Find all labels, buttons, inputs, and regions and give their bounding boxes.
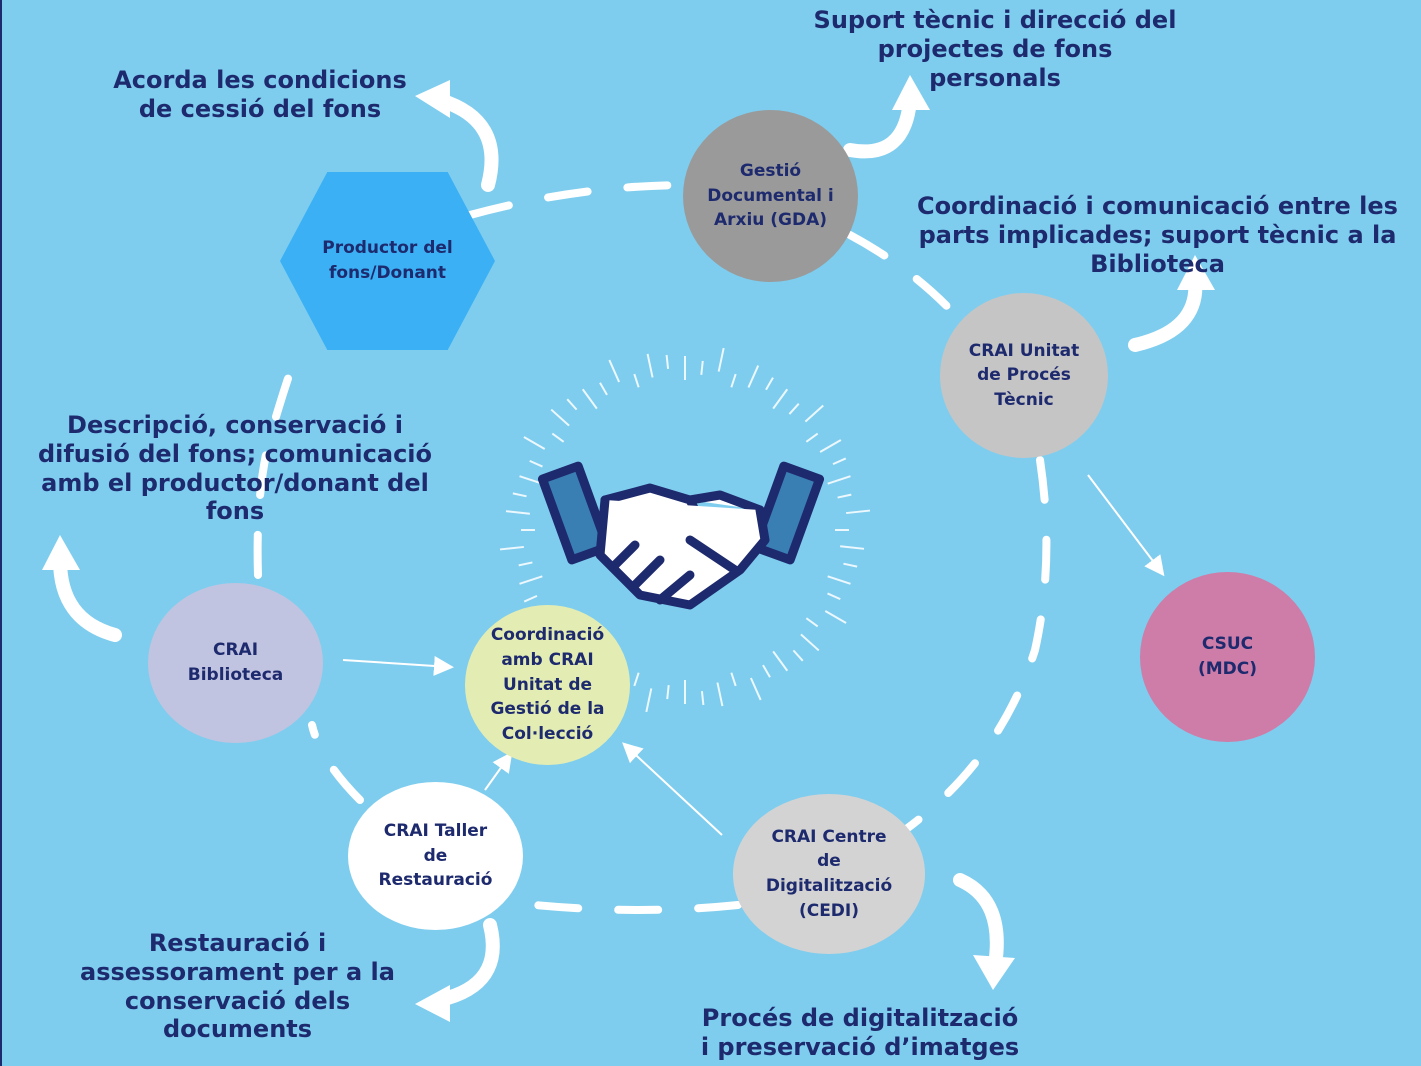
- handshake-ray: [499, 545, 524, 551]
- handshake-ray: [665, 354, 670, 369]
- label-suport-gda: Suport tècnic i direcció del projectes d…: [813, 6, 1177, 92]
- handshake-ray: [837, 493, 852, 499]
- handshake-ray: [749, 677, 762, 701]
- handshake-icon: [499, 347, 871, 713]
- handshake-ray: [529, 459, 543, 468]
- handshake-ray: [765, 377, 774, 391]
- handshake-ray: [800, 633, 820, 652]
- label-digitalitzacio: Procés de digitalització i preservació d…: [700, 1004, 1020, 1061]
- handshake-ray: [824, 610, 847, 624]
- handshake-ray: [523, 436, 546, 450]
- handshake-ray: [581, 388, 598, 410]
- node-coordinacio: Coordinació amb CRAI Unitat de Gestió de…: [465, 605, 630, 765]
- handshake-ray: [566, 398, 578, 411]
- node-csuc-label: CSUC (MDC): [1197, 634, 1258, 679]
- label-acorda: Acorda les condicions de cessió del fons: [113, 66, 407, 123]
- handshake-ray: [805, 617, 819, 628]
- label-coordinacio-parts: Coordinació i comunicació entre les part…: [917, 192, 1398, 278]
- node-cedi: CRAI Centre de Digitalització (CEDI): [733, 794, 925, 954]
- handshake-ray: [819, 439, 842, 453]
- thin-arrows: [342, 474, 1165, 836]
- handshake-ray: [716, 682, 724, 707]
- handshake-ray: [645, 688, 653, 713]
- handshake-ray: [832, 457, 847, 466]
- node-taller-label: CRAI Taller de Restauració: [378, 821, 493, 891]
- handshake-ray: [550, 408, 570, 427]
- handshake-ray: [730, 373, 737, 388]
- arrow-biblioteca-to-coordinacio: [342, 655, 454, 676]
- arrow-procestecnic-to-csuc: [1087, 474, 1165, 577]
- node-cedi-label: CRAI Centre de Digitalització (CEDI): [765, 826, 893, 921]
- node-gda: Gestió Documental i Arxiu (GDA): [683, 110, 858, 282]
- handshake-ray: [827, 475, 851, 485]
- node-csuc: CSUC (MDC): [1140, 572, 1315, 742]
- handshake-ray: [519, 575, 543, 585]
- handshake-ray: [772, 388, 789, 410]
- curved-arrow-icon: [53, 93, 1203, 1007]
- handshake-ray: [608, 359, 621, 383]
- handshake-ray: [512, 492, 527, 498]
- handshake-ray: [646, 353, 654, 378]
- handshake-ray: [505, 510, 530, 515]
- node-productor: Productor del fons/Donant: [280, 172, 495, 350]
- handshake-ray: [846, 509, 871, 515]
- handshake-ray: [730, 672, 737, 687]
- handshake-ray: [599, 382, 608, 396]
- handshake-ray: [843, 562, 858, 568]
- handshake-ray: [523, 594, 538, 603]
- handshake-ray: [518, 561, 533, 567]
- node-proces-tecnic-label: CRAI Unitat de Procés Tècnic: [968, 340, 1080, 410]
- arrow-taller-to-coordinacio: [484, 751, 513, 791]
- handshake-ray: [717, 347, 725, 372]
- node-productor-label: Productor del fons/Donant: [322, 238, 453, 283]
- label-restauracio: Restauració i assessorament per a la con…: [80, 929, 395, 1044]
- label-descripcio: Descripció, conservació i difusió del fo…: [37, 411, 433, 526]
- handshake-ray: [762, 664, 771, 678]
- handshake-ray: [792, 649, 804, 662]
- node-biblioteca: CRAI Biblioteca: [148, 583, 323, 743]
- dashed-cycle-connector: [253, 181, 1051, 914]
- handshake-ray: [788, 402, 800, 415]
- handshake-ray: [519, 475, 543, 485]
- node-proces-tecnic: CRAI Unitat de Procés Tècnic: [940, 293, 1108, 458]
- handshake-ray: [840, 545, 865, 550]
- handshake-ray: [827, 575, 851, 585]
- node-biblioteca-label: CRAI Biblioteca: [187, 640, 284, 685]
- node-taller: CRAI Taller de Restauració: [348, 782, 523, 930]
- handshake-ray: [805, 432, 819, 443]
- handshake-ray: [747, 365, 760, 388]
- handshake-ray: [633, 373, 640, 388]
- handshake-ray: [700, 691, 705, 706]
- handshake-ray: [551, 432, 565, 443]
- handshake-ray: [772, 650, 789, 672]
- curved-arrow-heads: [42, 75, 1215, 1022]
- node-coordinacio-label: Coordinació amb CRAI Unitat de Gestió de…: [490, 625, 605, 744]
- arrow-cedi-to-coordinacio: [622, 742, 723, 836]
- handshake-ray: [633, 672, 640, 687]
- left-border: [0, 0, 2, 1066]
- node-gda-label: Gestió Documental i Arxiu (GDA): [707, 161, 834, 231]
- handshake-ray: [804, 404, 824, 423]
- handshake-ray: [827, 592, 841, 601]
- handshake-ray: [666, 685, 670, 700]
- handshake-ray: [700, 360, 704, 375]
